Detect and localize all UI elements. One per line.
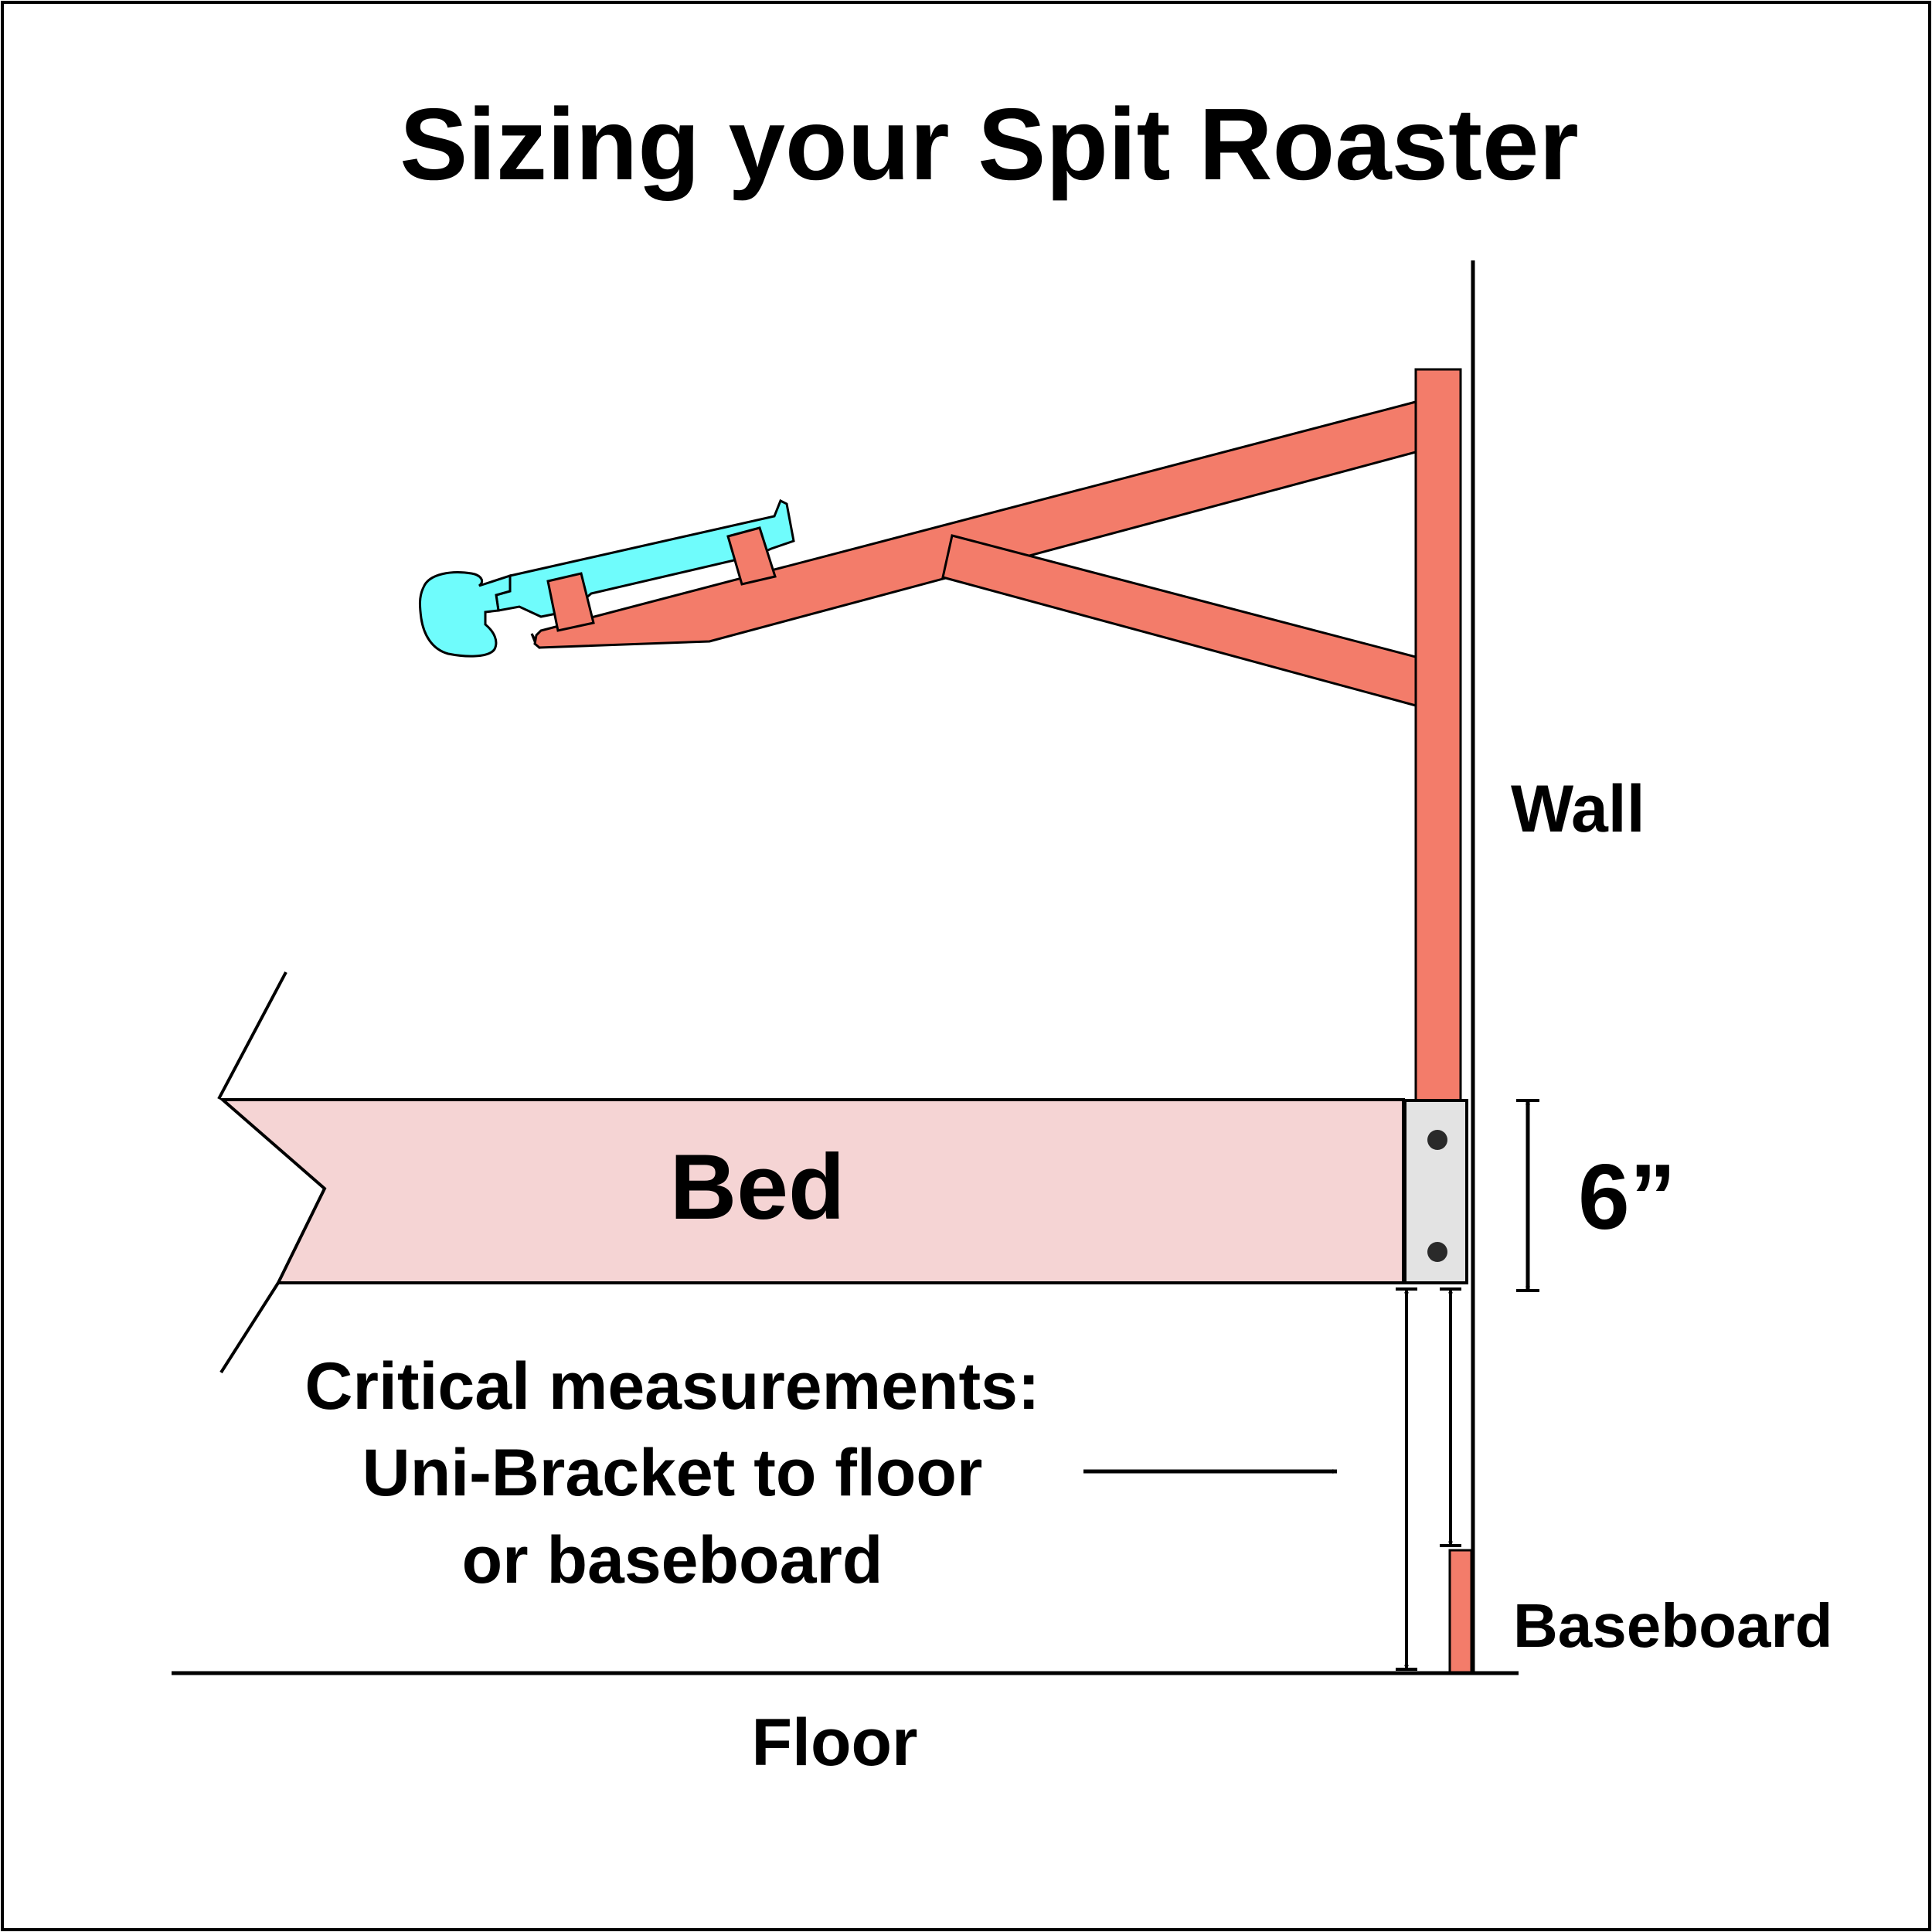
bed-break-line-top (217, 971, 287, 1100)
baseboard-board (1448, 1549, 1473, 1674)
strap-1 (546, 572, 595, 632)
bed-label: Bed (670, 1135, 845, 1239)
spit-arm (533, 400, 1417, 649)
figure-head (418, 571, 512, 658)
critical-measurements-line-2: Uni-Bracket to floor (362, 1436, 983, 1510)
wall-label: Wall (1511, 772, 1645, 846)
bracket-bolt-top (1427, 1130, 1447, 1150)
height-label: 6” (1578, 1145, 1676, 1249)
strap-2 (726, 526, 777, 586)
bracket-bolt-bottom (1427, 1242, 1447, 1262)
bed-shape (218, 1098, 1405, 1284)
floor-label: Floor (752, 1706, 918, 1780)
baseboard-label: Baseboard (1513, 1591, 1832, 1660)
critical-measurements-line-3: or baseboard (462, 1523, 883, 1597)
critical-measurements-line-1: Critical measurements: (304, 1349, 1039, 1423)
page-title: Sizing your Spit Roaster (400, 87, 1579, 201)
bed-break-line-bottom (219, 1281, 280, 1374)
vertical-post (1414, 368, 1462, 1102)
lower-brace (941, 534, 1417, 707)
